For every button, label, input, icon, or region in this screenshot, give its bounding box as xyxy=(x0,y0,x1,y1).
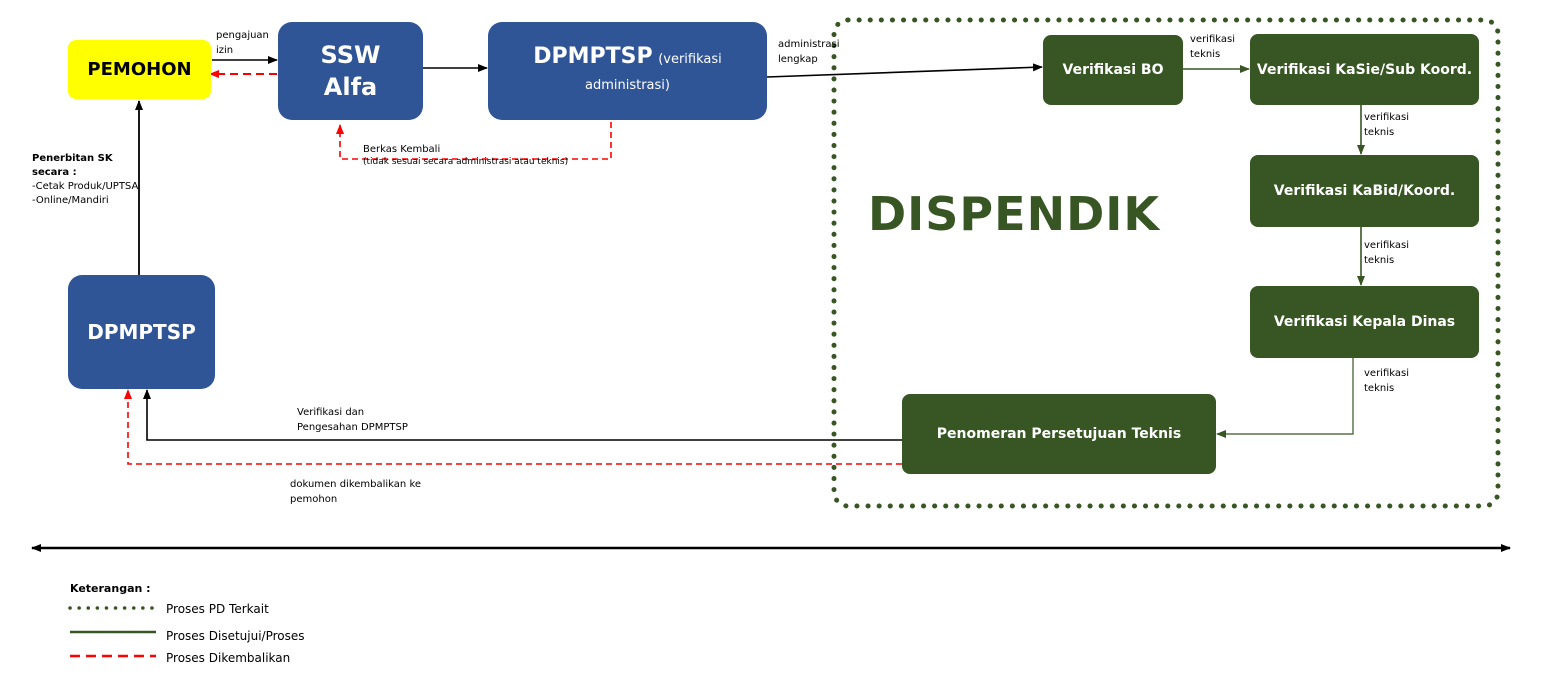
legend-dashed-text: Proses Dikembalikan xyxy=(166,651,291,665)
legend-title: Keterangan : xyxy=(70,582,151,595)
legend-solid-text: Proses Disetujui/Proses xyxy=(166,629,305,643)
berkas-kembali-label: Berkas Kembali(tidak sesuai secara admin… xyxy=(363,144,569,167)
verifikasi-bo-box: Verifikasi BO xyxy=(1043,35,1183,105)
dispendik-region xyxy=(831,17,1501,509)
ssw-label: SSW xyxy=(320,41,381,69)
pemohon-box: PEMOHON xyxy=(68,40,211,99)
dpmptsp-top-sub2: administrasi) xyxy=(585,77,670,93)
penomeran-label: Penomeran Persetujuan Teknis xyxy=(936,426,1182,442)
penerbitan-label: Penerbitan SK secara : -Cetak Produk/UPT… xyxy=(32,153,139,206)
arrow-pengesahan xyxy=(143,389,902,441)
pemohon-label: PEMOHON xyxy=(87,59,192,80)
verifikasi-kepala-box: Verifikasi Kepala Dinas xyxy=(1250,286,1479,358)
dpmptsp-left-box: DPMPTSP xyxy=(68,275,215,389)
verifikasi-kabid-box: Verifikasi KaBid/Koord. xyxy=(1250,155,1479,227)
dispendik-title: DISPENDIK xyxy=(868,187,1161,241)
legend-dotted-text: Proses PD Terkait xyxy=(166,602,269,616)
penomeran-box: Penomeran Persetujuan Teknis xyxy=(902,394,1216,474)
arrow-kepala-penomeran xyxy=(1216,358,1354,438)
verifikasi-kepala-label: Verifikasi Kepala Dinas xyxy=(1273,314,1456,330)
arrow-administrasi-lengkap xyxy=(766,63,1043,78)
verifikasi-kasie-box: Verifikasi KaSie/Sub Koord. xyxy=(1250,34,1479,105)
verifikasi-kabid-label: Verifikasi KaBid/Koord. xyxy=(1273,183,1456,199)
dpmptsp-top-sub1: (verifikasi xyxy=(658,51,722,67)
dpmptsp-verifikasi-box: DPMPTSP (verifikasi administrasi) xyxy=(488,22,767,120)
dpmptsp-top-label: DPMPTSP xyxy=(533,43,653,69)
arrow-berkas-kembali xyxy=(336,122,612,160)
verifikasi-bo-label: Verifikasi BO xyxy=(1062,62,1164,78)
dpmptsp-left-label: DPMPTSP xyxy=(87,320,196,344)
verifikasi-kasie-label: Verifikasi KaSie/Sub Koord. xyxy=(1256,61,1473,78)
ssw-alfa-box: SSW Alfa xyxy=(278,22,423,120)
arrow-dokumen-dikembalikan xyxy=(124,389,902,465)
alfa-label: Alfa xyxy=(323,73,378,101)
